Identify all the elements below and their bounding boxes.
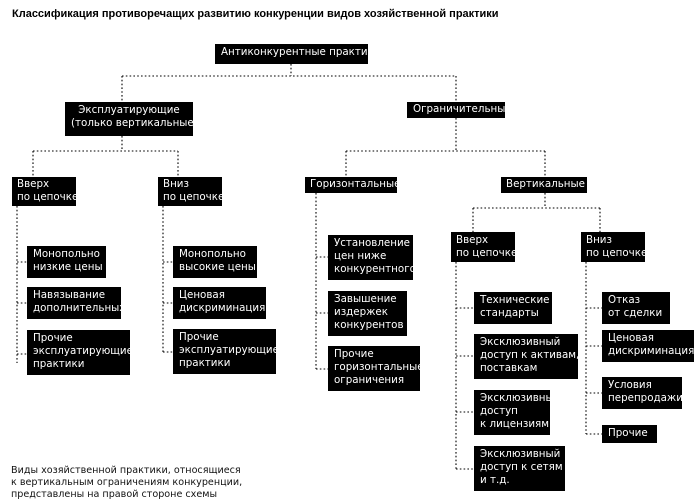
leaf-exclusive-access-licenses: Эксклюзивный доступ к лицензиям bbox=[474, 390, 560, 435]
leaf-other-exploitative-down: Прочие эксплуатирующие практики bbox=[173, 329, 279, 374]
node-anticompetitive-practices: Антиконкурентные практики bbox=[215, 44, 381, 64]
leaf-other-exploitative-up: Прочие эксплуатирующие практики bbox=[27, 330, 133, 375]
leaf-price-discrimination-2: Ценовая дискриминация bbox=[602, 330, 694, 362]
leaf-predatory-pricing: Установление цен ниже конкурентного bbox=[328, 235, 416, 280]
leaf-exclusive-access-networks: Эксклюзивный доступ к сетям и т.д. bbox=[474, 446, 565, 491]
node-horizontal: Горизонтальные bbox=[305, 177, 400, 193]
leaf-refusal-to-deal: Отказ от сделки bbox=[602, 292, 670, 324]
node-exploit-upstream: Вверх по цепочке bbox=[12, 177, 78, 206]
node-restrictive: Ограничительные bbox=[407, 102, 512, 118]
leaf-technical-standards: Технические стандарты bbox=[474, 292, 552, 324]
leaf-tying: Навязывание дополнительных bbox=[27, 287, 125, 319]
leaf-price-discrimination-1: Ценовая дискриминация bbox=[173, 287, 266, 319]
node-exploitative: Эксплуатирующие (только вертикальные) bbox=[65, 102, 198, 136]
diagram-title: Классификация противоречащих развитию ко… bbox=[12, 8, 499, 20]
node-exploit-downstream: Вниз по цепочке bbox=[158, 177, 224, 206]
node-vertical: Вертикальные bbox=[501, 177, 587, 193]
node-vertical-upstream: Вверх по цепочке bbox=[451, 232, 517, 262]
leaf-other-horizontal: Прочие горизонтальные ограничения bbox=[328, 346, 424, 391]
leaf-monopoly-high-prices: Монопольно высокие цены bbox=[173, 246, 257, 278]
footnote: Виды хозяйственной практики, относящиеся… bbox=[11, 465, 243, 500]
leaf-other-vertical-down: Прочие bbox=[602, 425, 657, 443]
node-vertical-downstream: Вниз по цепочке bbox=[581, 232, 647, 262]
leaf-exclusive-access-assets: Эксклюзивный доступ к активам, поставкам bbox=[474, 334, 579, 379]
leaf-monopoly-low-prices: Монопольно низкие цены bbox=[27, 246, 106, 278]
leaf-raising-rivals-costs: Завышение издержек конкурентов bbox=[328, 291, 407, 336]
leaf-resale-conditions: Условия перепродажи bbox=[602, 377, 683, 409]
